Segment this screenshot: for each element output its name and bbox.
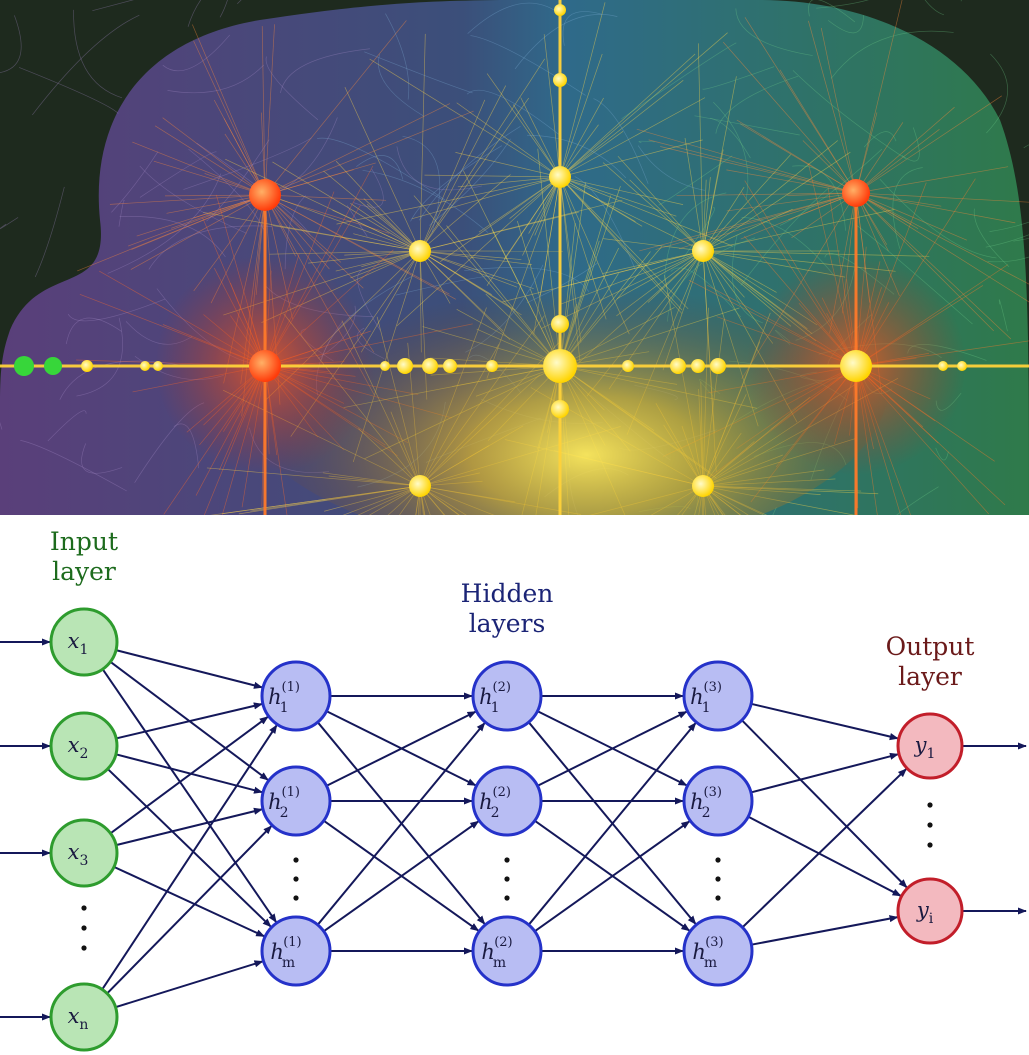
input-layer-label-line2: layer xyxy=(52,557,116,586)
connection-arrow xyxy=(316,722,486,926)
svg-text:h1(3): h1(3) xyxy=(690,680,722,716)
input-node: xn xyxy=(49,982,119,1052)
hidden-layers-label-line1: Hidden xyxy=(461,579,554,608)
hidden-node: h1(1) xyxy=(260,660,332,732)
hidden-node: hm(3) xyxy=(682,915,754,987)
hidden-node: h2(1) xyxy=(260,765,332,837)
connections xyxy=(0,638,1027,1021)
svg-text:hm(2): hm(2) xyxy=(481,935,512,971)
input-node: x1 xyxy=(49,607,119,677)
svg-text:h2(3): h2(3) xyxy=(690,785,722,821)
connection-arrow xyxy=(750,702,899,741)
connection-arrow xyxy=(751,915,899,946)
connection-arrow xyxy=(115,649,263,689)
hidden-layer-3: h1(3) h2(3) hm(3) xyxy=(682,660,754,987)
output-ellipsis xyxy=(927,802,933,848)
svg-text:hm(3): hm(3) xyxy=(692,935,723,971)
connection-arrow xyxy=(750,752,899,794)
output-node: y1 xyxy=(896,712,964,780)
hidden-layers-label: Hidden layers xyxy=(461,579,554,638)
input-node: x2 xyxy=(49,711,119,781)
input-ellipsis xyxy=(81,905,87,951)
svg-text:h1(1): h1(1) xyxy=(268,680,300,716)
output-layer-label-line1: Output xyxy=(886,632,975,661)
connection-arrow xyxy=(101,724,278,991)
svg-text:x1: x1 xyxy=(68,629,89,658)
connection-arrow xyxy=(109,716,269,835)
connection-arrow xyxy=(113,865,266,938)
input-layer: x1 x2 x3 xn xyxy=(49,607,119,1052)
hidden-ellipsis xyxy=(715,857,721,901)
connection-arrow xyxy=(741,768,907,929)
hidden-node: hm(2) xyxy=(471,915,543,987)
connection-arrow xyxy=(115,960,264,1009)
neural-network-artwork xyxy=(0,0,1029,515)
hidden-ellipsis xyxy=(293,857,299,901)
svg-text:x2: x2 xyxy=(68,733,89,762)
input-layer-label-line1: Input xyxy=(50,527,118,556)
connection-arrow xyxy=(106,825,273,995)
svg-text:x3: x3 xyxy=(68,840,89,869)
svg-text:h2(1): h2(1) xyxy=(268,785,300,821)
svg-text:h1(2): h1(2) xyxy=(479,680,511,716)
svg-text:y1: y1 xyxy=(914,733,936,762)
hidden-node: h1(2) xyxy=(471,660,543,732)
svg-text:hm(1): hm(1) xyxy=(270,935,301,971)
output-layer-label-line2: layer xyxy=(898,662,962,691)
hidden-node: hm(1) xyxy=(260,915,332,987)
hidden-node: h2(3) xyxy=(682,765,754,837)
connection-arrow xyxy=(741,719,908,889)
svg-text:xn: xn xyxy=(68,1004,89,1033)
output-layer-label: Output layer xyxy=(886,632,975,691)
connection-arrow xyxy=(323,820,480,933)
input-layer-label: Input layer xyxy=(50,527,118,586)
connection-arrow xyxy=(115,807,263,847)
connection-arrow xyxy=(325,710,477,787)
connection-arrow xyxy=(115,702,263,740)
connection-arrow xyxy=(107,768,272,928)
hidden-node: h1(3) xyxy=(682,660,754,732)
output-layer: y1 yi xyxy=(896,712,964,945)
hidden-ellipsis xyxy=(504,857,510,901)
connection-arrow xyxy=(747,815,902,897)
connection-arrow xyxy=(534,820,691,933)
connection-arrow xyxy=(101,668,278,923)
hidden-node: h2(2) xyxy=(471,765,543,837)
input-node: x3 xyxy=(49,818,119,888)
svg-text:h2(2): h2(2) xyxy=(479,785,511,821)
connection-arrow xyxy=(527,722,697,926)
output-node: yi xyxy=(896,877,964,945)
hidden-layer-2: h1(2) h2(2) hm(2) xyxy=(471,660,543,987)
hidden-layers-label-line2: layers xyxy=(469,609,546,638)
neural-network-diagram: Input layer Hidden layers Output layer x… xyxy=(0,527,1027,1052)
connection-arrow xyxy=(536,710,688,787)
hidden-layer-1: h1(1) h2(1) hm(1) xyxy=(260,660,332,987)
svg-text:yi: yi xyxy=(916,898,934,927)
